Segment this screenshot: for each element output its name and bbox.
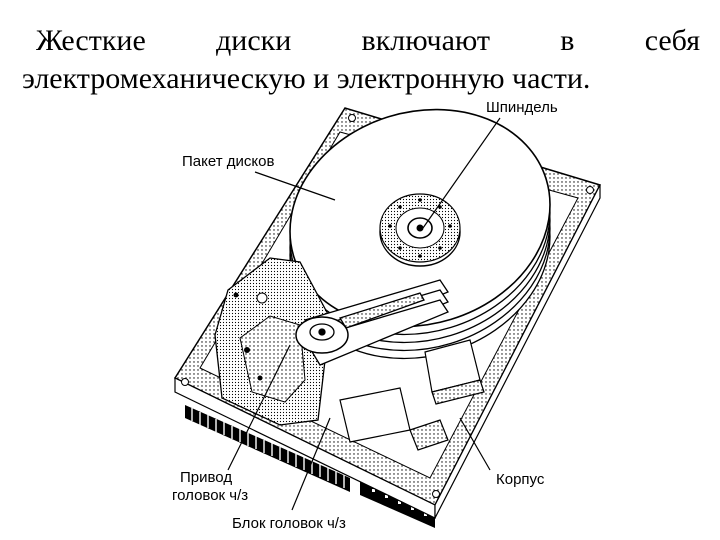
heading-line-2: электромеханическую и электронную части. bbox=[22, 62, 591, 95]
actuator-assembly bbox=[214, 257, 331, 426]
label-head-block: Блок головок ч/з bbox=[232, 515, 346, 532]
label-disk-pack: Пакет дисков bbox=[182, 153, 274, 170]
heading-word-1: Жесткие bbox=[36, 24, 146, 57]
heading-word-4: в bbox=[560, 24, 575, 57]
label-spindle: Шпиндель bbox=[486, 99, 558, 116]
label-actuator-line1: Привод bbox=[180, 469, 232, 486]
slide-heading: Жесткие диски включают в себя электромех… bbox=[22, 22, 700, 98]
heading-line-1: Жесткие диски включают в себя bbox=[22, 22, 700, 60]
label-actuator-line2: головок ч/з bbox=[172, 487, 248, 504]
leader-lines bbox=[227, 117, 501, 511]
head-magnet bbox=[339, 339, 485, 451]
label-case: Корпус bbox=[496, 471, 545, 488]
head-arm bbox=[295, 279, 449, 366]
heading-word-3: включают bbox=[361, 24, 491, 57]
heading-word-5: себя bbox=[644, 24, 700, 57]
heading-word-2: диски bbox=[216, 24, 292, 57]
spindle-hub bbox=[379, 193, 461, 267]
